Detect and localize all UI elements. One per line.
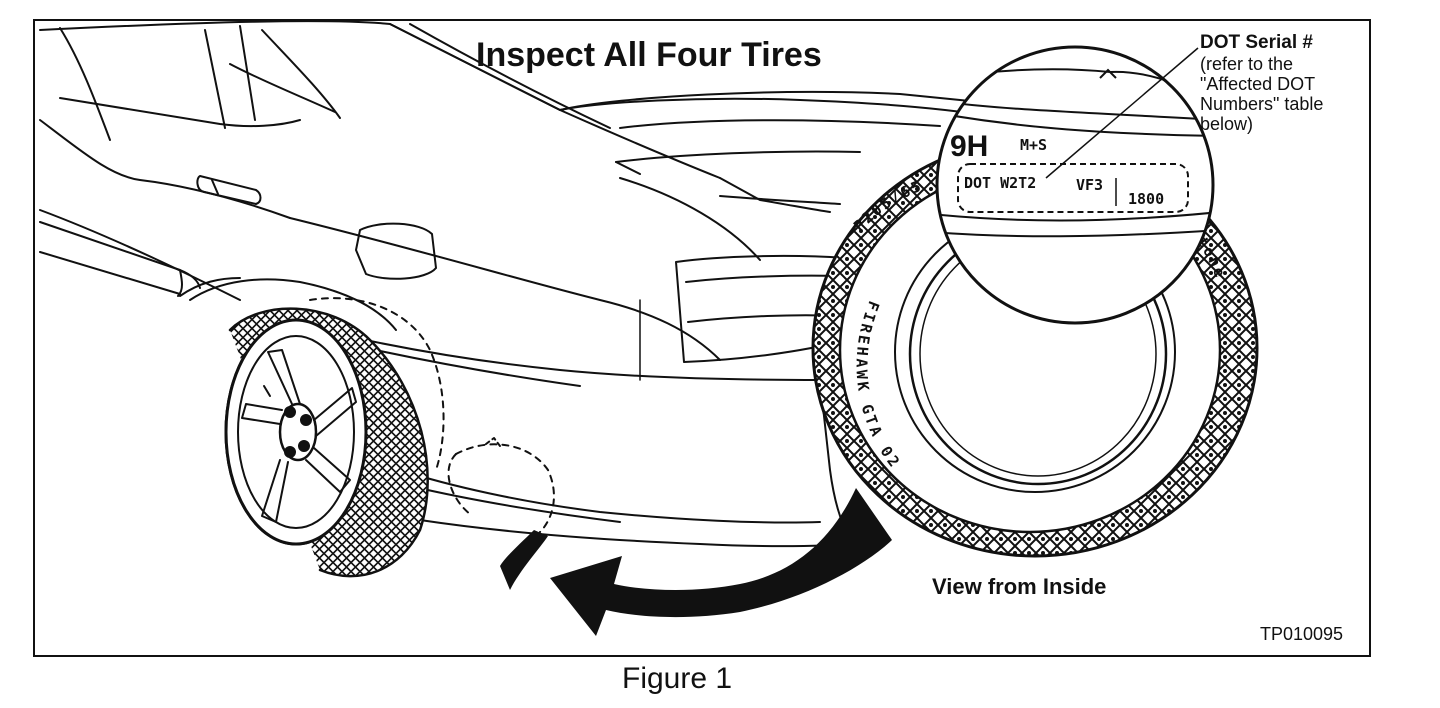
dot-serial-heading: DOT Serial # bbox=[1200, 32, 1313, 53]
speed-rating-fragment: 9H bbox=[950, 130, 988, 163]
dot-code: VF3 bbox=[1076, 176, 1103, 194]
note-line-2: "Affected DOT bbox=[1200, 74, 1315, 94]
dot-date: 1800 bbox=[1128, 190, 1164, 208]
note-line-1: (refer to the bbox=[1200, 54, 1293, 74]
curved-arrows bbox=[500, 488, 892, 636]
view-label: View from Inside bbox=[932, 574, 1106, 599]
figure-caption: Figure 1 bbox=[622, 662, 732, 695]
ms-mark: M+S bbox=[1020, 136, 1047, 154]
note-line-3: Numbers" table bbox=[1200, 94, 1323, 114]
dot-prefix: DOT W2T2 bbox=[964, 174, 1036, 192]
figure-title: Inspect All Four Tires bbox=[476, 36, 822, 74]
note-line-4: below) bbox=[1200, 114, 1253, 134]
figure-id: TP010095 bbox=[1260, 624, 1343, 644]
leader-line bbox=[1045, 47, 1199, 179]
dot-code-outline bbox=[957, 163, 1189, 213]
car-drawing bbox=[39, 20, 1001, 578]
magnifier-callout: 9H M+S DOT W2T2 VF3 1800 bbox=[935, 45, 1215, 325]
